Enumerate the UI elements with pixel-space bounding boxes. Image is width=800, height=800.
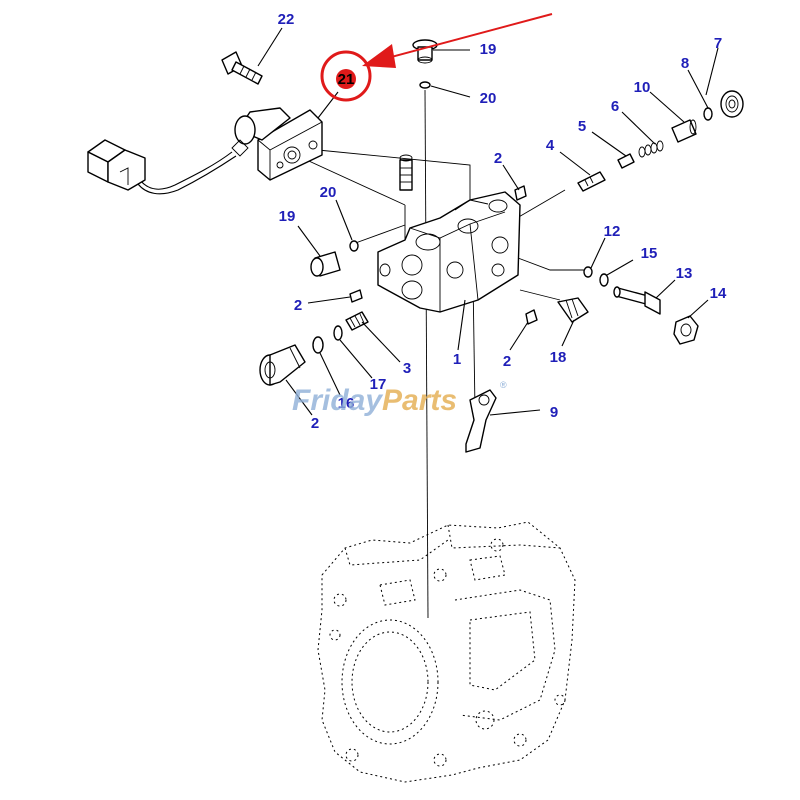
callout-22: 22 <box>278 11 295 28</box>
bracket-12 <box>465 389 497 453</box>
bolt-22 <box>221 51 263 85</box>
callout-14: 12 <box>604 223 621 240</box>
callout-2-right: 2 <box>503 353 511 370</box>
valve-body <box>377 191 521 313</box>
callout-18: 18 <box>550 349 567 366</box>
watermark: FridayParts ® <box>292 380 507 417</box>
callout-labels: 22 19 20 21 7 8 10 6 5 4 2 20 19 12 15 1… <box>278 11 727 432</box>
callout-21: 21 <box>338 71 355 88</box>
callout-11: 8 <box>681 55 689 72</box>
solenoid-assembly <box>87 107 323 195</box>
callout-12: 9 <box>550 404 558 421</box>
plug-2-set <box>349 185 538 325</box>
callout-20-left: 20 <box>320 184 337 201</box>
callout-9: 6 <box>611 98 619 115</box>
red-arrow <box>362 13 553 68</box>
callout-2-left: 2 <box>294 297 302 314</box>
spring-9 <box>638 140 664 158</box>
callout-17: 15 <box>641 245 658 262</box>
watermark-part2: Parts <box>382 384 457 417</box>
callout-8: 5 <box>578 118 586 135</box>
o-ring-14 <box>583 266 593 278</box>
callout-leaders <box>257 27 719 416</box>
watermark-registered: ® <box>500 380 507 390</box>
callout-4: 2 <box>311 415 319 432</box>
callout-15: 13 <box>676 265 693 282</box>
plug-19-top <box>412 39 438 89</box>
callout-5: 16 <box>338 395 355 412</box>
highlight-circle <box>320 50 372 102</box>
callout-13: 10 <box>634 79 651 96</box>
callout-3: 3 <box>403 360 411 377</box>
callout-2-upper: 2 <box>494 150 502 167</box>
callout-19-top: 19 <box>480 41 497 58</box>
callout-1: 1 <box>453 351 461 368</box>
callout-10: 7 <box>714 35 722 52</box>
piston-8 <box>617 153 635 169</box>
fitting-3 <box>345 311 369 331</box>
nut-16 <box>673 315 699 345</box>
center-lines <box>262 89 585 619</box>
svg-text:FridayParts: FridayParts <box>292 384 457 417</box>
o-ring-11 <box>703 107 713 121</box>
plug-4 <box>259 344 306 386</box>
callout-7: 4 <box>546 137 555 154</box>
pump-housing <box>317 521 576 783</box>
callout-16: 14 <box>710 285 727 302</box>
o-ring-5 <box>312 336 324 354</box>
valve-body-stud <box>399 154 413 191</box>
cap-10 <box>720 90 744 118</box>
screw-15 <box>613 286 661 315</box>
o-ring-17 <box>599 273 609 287</box>
fitting-18 <box>557 297 589 323</box>
callout-6: 17 <box>370 376 387 393</box>
sleeve-13 <box>671 119 697 143</box>
spool-7 <box>577 171 606 192</box>
watermark-part1: Friday <box>292 384 383 417</box>
plug-19-left <box>310 240 359 277</box>
callout-20-top: 20 <box>480 90 497 107</box>
o-ring-6 <box>333 325 343 341</box>
callout-19-left: 19 <box>279 208 296 225</box>
